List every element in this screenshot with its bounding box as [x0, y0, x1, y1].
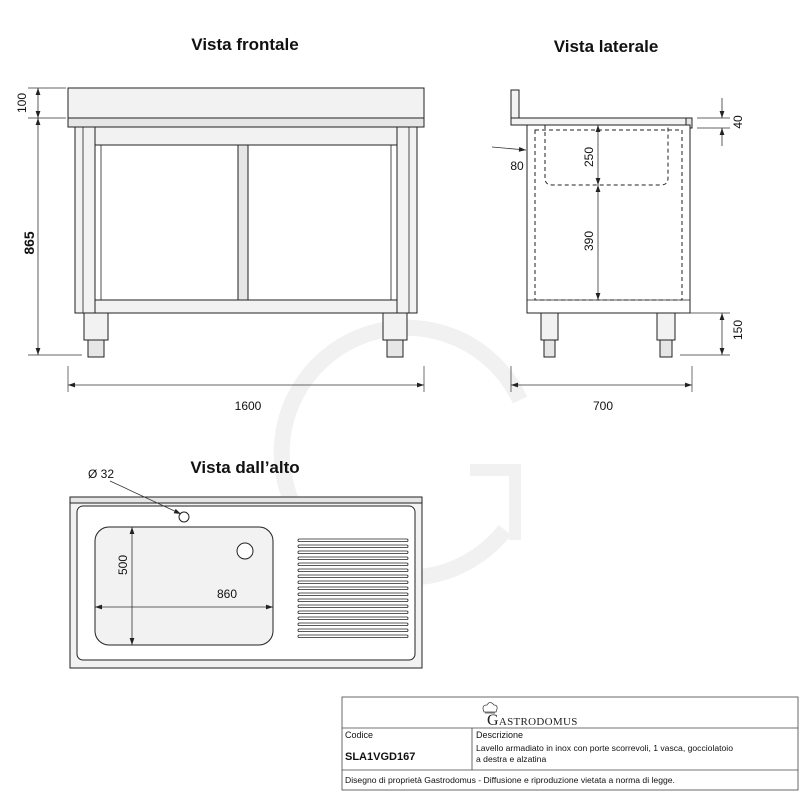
- dim-splash-offset-label: 80: [510, 159, 524, 173]
- front-right-sliding-door: [244, 144, 398, 301]
- ownership-notice: Disegno di proprietà Gastrodomus - Diffu…: [345, 775, 675, 785]
- dimension-arrowhead: [719, 128, 725, 135]
- dimension-arrowhead: [719, 348, 725, 355]
- dimension-arrowhead: [595, 185, 601, 192]
- front-left-post: [74, 126, 96, 314]
- dimension-arrowhead: [35, 111, 41, 118]
- drain-groove: [297, 616, 409, 620]
- front-left-sliding-door: [94, 144, 242, 301]
- dimension-arrowhead: [719, 111, 725, 118]
- drain-groove: [297, 556, 409, 560]
- drain-groove: [297, 568, 409, 572]
- dimension-arrowhead: [511, 382, 518, 388]
- drain-hole: [236, 542, 254, 560]
- side-view: [510, 89, 693, 358]
- front-view-title: Vista frontale: [191, 35, 298, 54]
- dimension-arrowhead: [266, 604, 273, 610]
- dimension-arrowhead: [595, 178, 601, 185]
- front-right-foot: [382, 312, 408, 358]
- dimension-arrowhead: [595, 293, 601, 300]
- dimension-arrowhead: [173, 508, 181, 514]
- title-block: Gastrodomus Codice SLA1VGD167 Descrizion…: [341, 696, 799, 791]
- dim-feet-height-label: 150: [731, 320, 745, 340]
- description-line-2: a destra e alzatina: [476, 754, 546, 764]
- front-view: [67, 87, 425, 358]
- drain-groove: [297, 574, 409, 578]
- front-right-post: [396, 126, 418, 314]
- dim-depth-label: 700: [593, 399, 613, 413]
- description-line-1: Lavello armadiato in inox con porte scor…: [476, 743, 733, 753]
- side-cabinet-interior: [534, 129, 683, 301]
- front-dimensions: 100 865 1600: [15, 87, 425, 413]
- dimension-arrowhead: [95, 604, 102, 610]
- dim-width-label: 1600: [235, 399, 262, 413]
- chef-hat-icon: [482, 702, 498, 714]
- side-cabinet-body: [526, 124, 691, 314]
- side-front-foot: [540, 312, 559, 358]
- drainboard-grooves: [297, 538, 409, 638]
- front-door-overlap: [237, 144, 249, 301]
- dim-basin-to-shelf-label: 390: [582, 231, 596, 251]
- front-worktop-edge: [67, 117, 425, 128]
- brand-name: Gastrodomus: [487, 712, 578, 729]
- tap-hole: [178, 511, 190, 523]
- dimension-arrowhead: [417, 382, 424, 388]
- dimension-arrowhead: [595, 125, 601, 132]
- drain-groove: [297, 634, 409, 638]
- front-left-foot: [83, 312, 109, 358]
- dimension-arrowhead: [35, 348, 41, 355]
- product-code: SLA1VGD167: [345, 751, 415, 763]
- dim-basin-depth-label: 250: [582, 147, 596, 167]
- top-backsplash: [69, 496, 423, 504]
- drain-groove: [297, 604, 409, 608]
- side-back-foot: [656, 312, 676, 358]
- dimension-arrowhead: [719, 313, 725, 320]
- front-backsplash: [67, 87, 425, 119]
- dimension-arrowhead: [685, 382, 692, 388]
- dimension-arrowhead: [518, 146, 526, 152]
- drain-groove: [297, 598, 409, 602]
- top-dimensions: Ø 32 500 860: [88, 467, 273, 645]
- dim-basin-width-label: 500: [116, 555, 130, 575]
- drain-groove: [297, 622, 409, 626]
- drain-groove: [297, 592, 409, 596]
- description-label: Descrizione: [476, 730, 523, 740]
- brand-logo: Gastrodomus: [482, 702, 578, 729]
- drain-groove: [297, 538, 409, 542]
- drain-groove: [297, 586, 409, 590]
- front-bottom-shelf: [94, 299, 398, 314]
- side-dimensions: 250 390 80 40 150 700: [491, 98, 745, 413]
- dim-tap-hole-label: Ø 32: [88, 467, 114, 481]
- front-top-rail: [94, 126, 398, 146]
- drain-groove: [297, 562, 409, 566]
- drain-groove: [297, 550, 409, 554]
- dimension-arrowhead: [35, 118, 41, 125]
- top-basin: [94, 526, 274, 646]
- dim-body-height-label: 865: [21, 231, 37, 255]
- side-view-title: Vista laterale: [554, 37, 659, 56]
- dimension-arrowhead: [35, 88, 41, 95]
- dimension-arrowhead: [129, 638, 135, 645]
- code-label: Codice: [345, 730, 373, 740]
- drain-groove: [297, 544, 409, 548]
- dim-top-thickness-label: 40: [731, 115, 745, 129]
- top-view-title: Vista dall’alto: [190, 458, 299, 477]
- drain-groove: [297, 628, 409, 632]
- drain-groove: [297, 610, 409, 614]
- dimension-arrowhead: [129, 527, 135, 534]
- top-view: [69, 496, 423, 669]
- drain-groove: [297, 580, 409, 584]
- dim-top-height-label: 100: [15, 93, 29, 113]
- dim-basin-length-label: 860: [217, 587, 237, 601]
- dimension-arrowhead: [68, 382, 75, 388]
- side-worktop: [510, 117, 693, 126]
